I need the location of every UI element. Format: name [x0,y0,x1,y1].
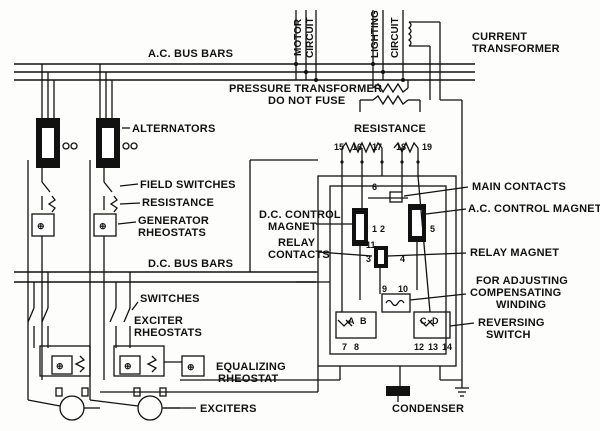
equalizing-rheostat-label-2: RHEOSTAT [218,373,279,385]
terminal-4: 4 [400,254,405,264]
terminal-1: 1 [372,224,377,234]
terminal-16: 16 [352,142,362,152]
generator-rheostats-label-2: RHEOSTATS [138,227,206,239]
top-resistance-bank [340,141,420,176]
exciter-1 [27,387,100,421]
current-transformer-label-2: TRANSFORMER [472,43,560,55]
svg-text:⊕: ⊕ [99,221,107,231]
terminal-7: 7 [342,342,347,352]
compensating-label-3: WINDING [496,299,546,311]
ac-control-magnet-label: A.C. CONTROL MAGNET [468,203,600,215]
motor-label: MOTOR [293,18,304,56]
reversing-switch-label-2: SWITCH [486,329,531,341]
lighting-label: LIGHTING [370,10,381,58]
terminal-14: 14 [442,342,452,352]
relay-contacts-label-1: RELAY [278,237,316,249]
terminal-9: 9 [382,284,387,294]
svg-text:⊕: ⊕ [37,221,45,231]
current-transformer-label-1: CURRENT [472,31,527,43]
generator-field-circuit-2: ⊕ [89,160,118,400]
pressure-transformer-coils [359,80,421,112]
terminal-A: A [348,316,355,326]
equalizing-rheostat: ⊕ [164,355,205,377]
terminal-10: 10 [398,284,408,294]
relay-magnet-label: RELAY MAGNET [470,247,559,259]
terminal-12: 12 [414,342,424,352]
resistance-left-label: RESISTANCE [142,197,214,209]
return-wiring [100,159,462,393]
generator-field-circuit-1: ⊕ [27,160,56,400]
exciter-switches-2 [109,272,131,348]
generator-rheostats-label-1: GENERATOR [138,215,209,227]
field-switches-label: FIELD SWITCHES [140,179,236,191]
lighting-circuit-feeders [371,10,405,82]
terminal-17: 17 [372,142,382,152]
condenser [386,386,410,402]
alternator-1 [36,64,78,168]
resistance-top-label: RESISTANCE [354,123,426,135]
compensating-label-2: COMPENSATING [470,287,561,299]
pressure-transformer-label-1: PRESSURE TRANSFORMER [229,83,382,95]
terminal-6: 6 [372,182,377,192]
terminal-19: 19 [422,142,432,152]
exciter-switches-1 [27,272,49,348]
terminal-3: 3 [366,254,371,264]
reversing-switch-label-1: REVERSING [478,317,545,329]
ac-bus-bars [14,63,475,81]
exciter-2 [89,387,180,421]
exciter-rheostat-1: ⊕ [39,345,91,377]
exciters-label: EXCITERS [200,403,257,415]
svg-text:⊕: ⊕ [187,362,195,372]
svg-text:⊕: ⊕ [56,361,64,371]
compensating-label-1: FOR ADJUSTING [476,275,568,287]
dc-bus-bars [14,271,318,283]
ground-icon [455,380,469,397]
current-transformer-coil [407,21,463,380]
motor-circuit-feeders [294,10,318,82]
terminal-2: 2 [380,224,385,234]
dc-control-magnet-label-2: MAGNET [268,221,317,233]
dc-bus-bars-label: D.C. BUS BARS [148,258,233,270]
relay-contacts-label-2: CONTACTS [268,249,330,261]
dc-control-magnet-label-1: D.C. CONTROL [259,209,341,221]
regulator-panel [317,175,457,367]
terminal-11: 11 [366,240,376,250]
terminal-13: 13 [428,342,438,352]
terminal-C: C [420,316,427,326]
condenser-label: CONDENSER [392,403,464,415]
equalizing-rheostat-label-1: EQUALIZING [216,361,286,373]
lighting-circuit-label: CIRCUIT [390,17,401,58]
pressure-transformer-label-2: DO NOT FUSE [268,95,345,107]
svg-text:⊕: ⊕ [124,361,132,371]
switches-label: SWITCHES [140,293,200,305]
terminal-18: 18 [396,142,406,152]
exciter-rheostat-2: ⊕ [113,345,165,377]
alternators-label: ALTERNATORS [132,123,215,135]
terminal-D: D [432,316,439,326]
main-contacts-label: MAIN CONTACTS [472,181,566,193]
exciter-rheostats-label-2: RHEOSTATS [134,327,202,339]
ac-bus-bars-label: A.C. BUS BARS [148,48,233,60]
motor-circuit-label: CIRCUIT [305,17,316,58]
exciter-rheostats-label-1: EXCITER [134,315,183,327]
terminal-15: 15 [334,142,344,152]
terminal-8: 8 [354,342,359,352]
terminal-B: B [360,316,367,326]
terminal-5: 5 [430,224,435,234]
alternator-2 [96,64,138,168]
